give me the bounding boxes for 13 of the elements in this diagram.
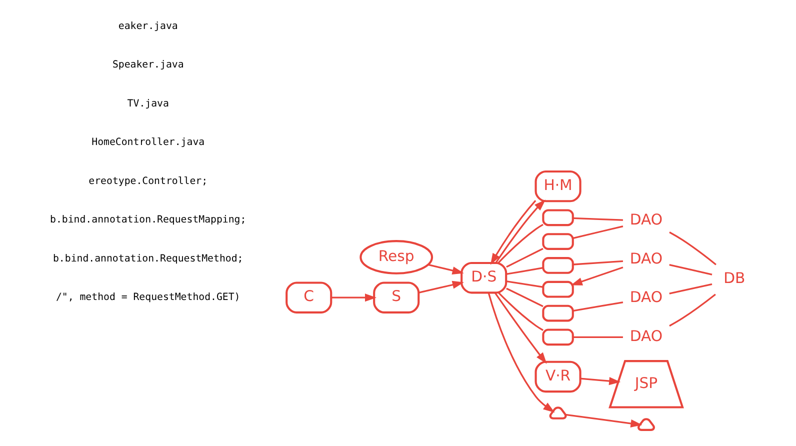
label: HomeController.java xyxy=(92,137,205,148)
node-text: DB xyxy=(724,270,746,288)
node-text: DAO xyxy=(630,212,663,229)
label: b.bind.annotation.RequestMethod; xyxy=(52,253,244,264)
label: TV.java xyxy=(127,98,169,110)
label: eaker.java xyxy=(118,20,178,32)
label: b.bind.annotation.RequestMapping; xyxy=(50,214,246,226)
label: Speaker.java xyxy=(112,60,184,71)
node-text: DAO xyxy=(630,289,663,306)
node-text: DAO xyxy=(630,250,663,268)
label: /", method = RequestMethod.GET) xyxy=(56,292,240,304)
node-text: DAO xyxy=(630,328,663,345)
label: ereotype.Controller; xyxy=(88,176,208,187)
